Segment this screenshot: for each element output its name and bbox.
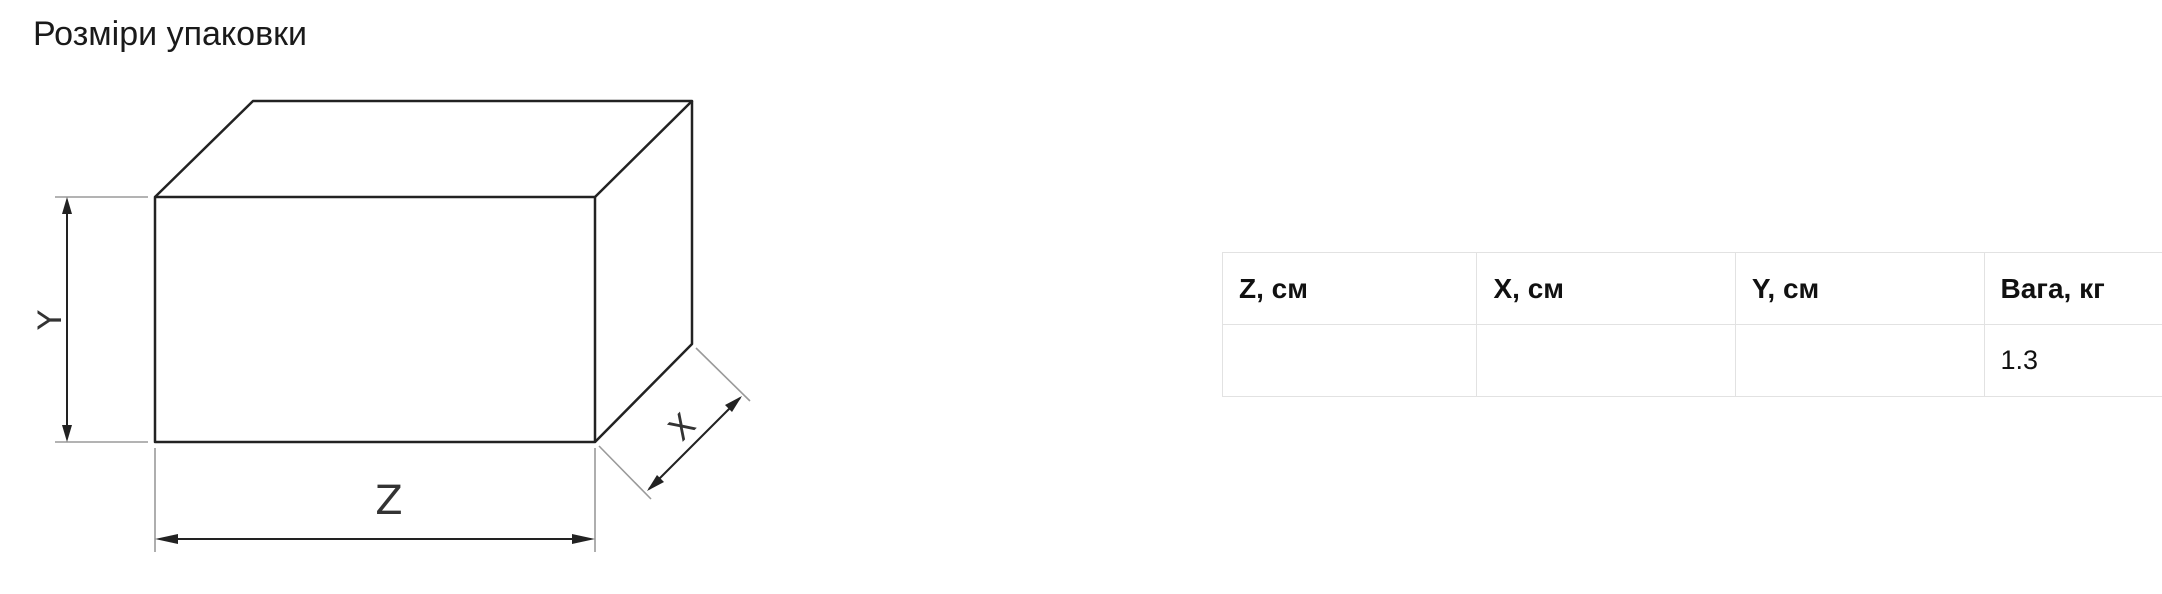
y-arrow-top — [62, 197, 72, 214]
box-top-face — [154, 99, 694, 198]
y-dimension — [62, 197, 72, 442]
header-x: X, см — [1476, 252, 1736, 325]
extension-lines — [55, 196, 751, 552]
table-header-row: Z, см X, см Y, см Вага, кг — [1221, 252, 2162, 325]
z-arrow-right — [572, 534, 595, 544]
x-dimension — [647, 396, 742, 491]
z-dimension — [155, 534, 595, 544]
cell-y — [1734, 324, 1985, 397]
cell-x — [1476, 324, 1736, 397]
x-arrow-lower — [647, 475, 664, 491]
table-row: 1.3 — [1221, 324, 2162, 397]
header-weight: Вага, кг — [1983, 252, 2162, 325]
x-arrow-upper — [725, 396, 742, 412]
header-z: Z, см — [1221, 252, 1478, 325]
cell-z — [1221, 324, 1478, 397]
z-arrow-left — [155, 534, 178, 544]
box-front-face — [153, 195, 597, 444]
y-arrow-bottom — [62, 425, 72, 442]
y-label: Y — [31, 310, 69, 331]
box-side-face — [594, 101, 694, 443]
box-outline — [153, 99, 694, 444]
x-dimension-line — [648, 397, 741, 490]
box-dimensions-diagram: Y Z X — [31, 99, 751, 552]
dimensions-table: Z, см X, см Y, см Вага, кг 1.3 — [1221, 252, 2162, 397]
z-label: Z — [375, 478, 402, 524]
header-y: Y, см — [1734, 252, 1985, 325]
cell-weight: 1.3 — [1983, 324, 2162, 397]
page-title: Розміри упаковки — [33, 15, 307, 53]
